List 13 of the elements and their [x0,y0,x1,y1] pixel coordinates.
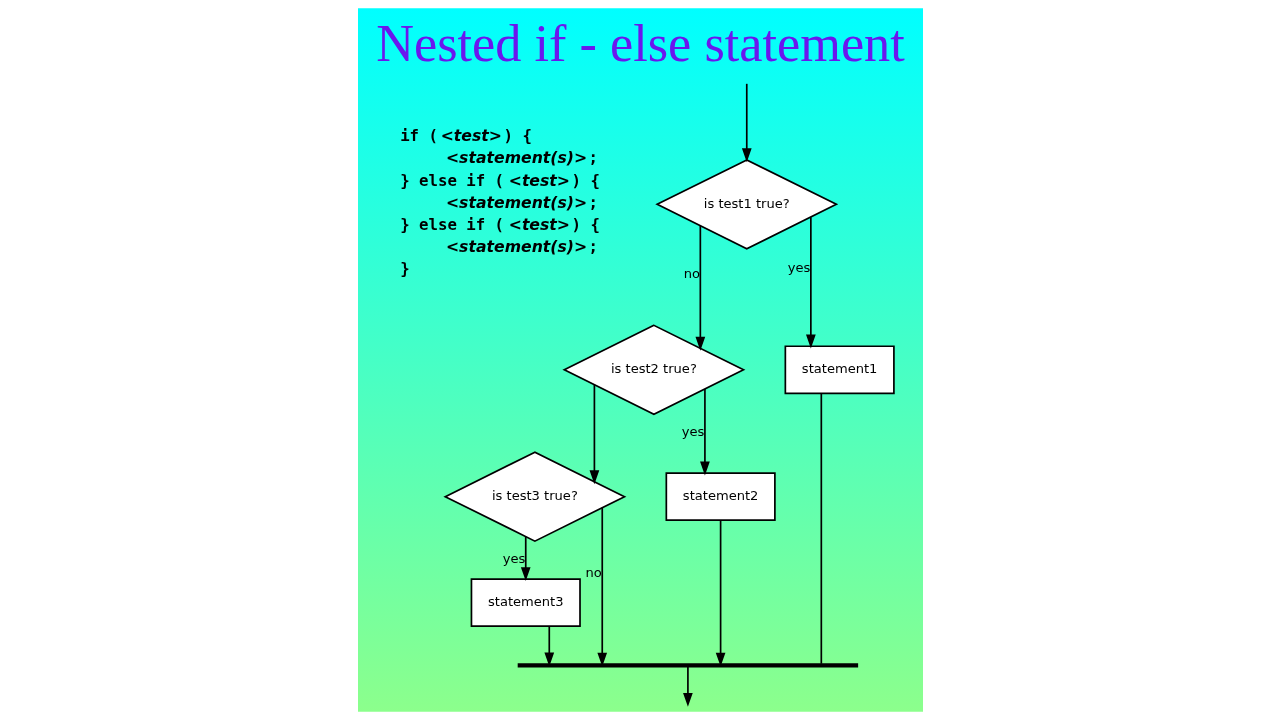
diagram-title: Nested if - else statement [375,13,905,72]
edge-label: yes [681,424,704,440]
label: <statement(s)>; [445,237,598,257]
label: } [399,259,410,279]
edge-label: no [585,564,602,580]
edge-label: no [683,265,700,281]
label: if (<test>) { [399,126,532,146]
label: <statement(s)>; [445,148,598,168]
label: <statement(s)>; [445,192,598,212]
edge-label: yes [787,260,810,276]
edge-label: yes [502,550,525,566]
label: } else if (<test>) { [399,170,600,190]
label: } else if (<test>) { [399,215,600,234]
